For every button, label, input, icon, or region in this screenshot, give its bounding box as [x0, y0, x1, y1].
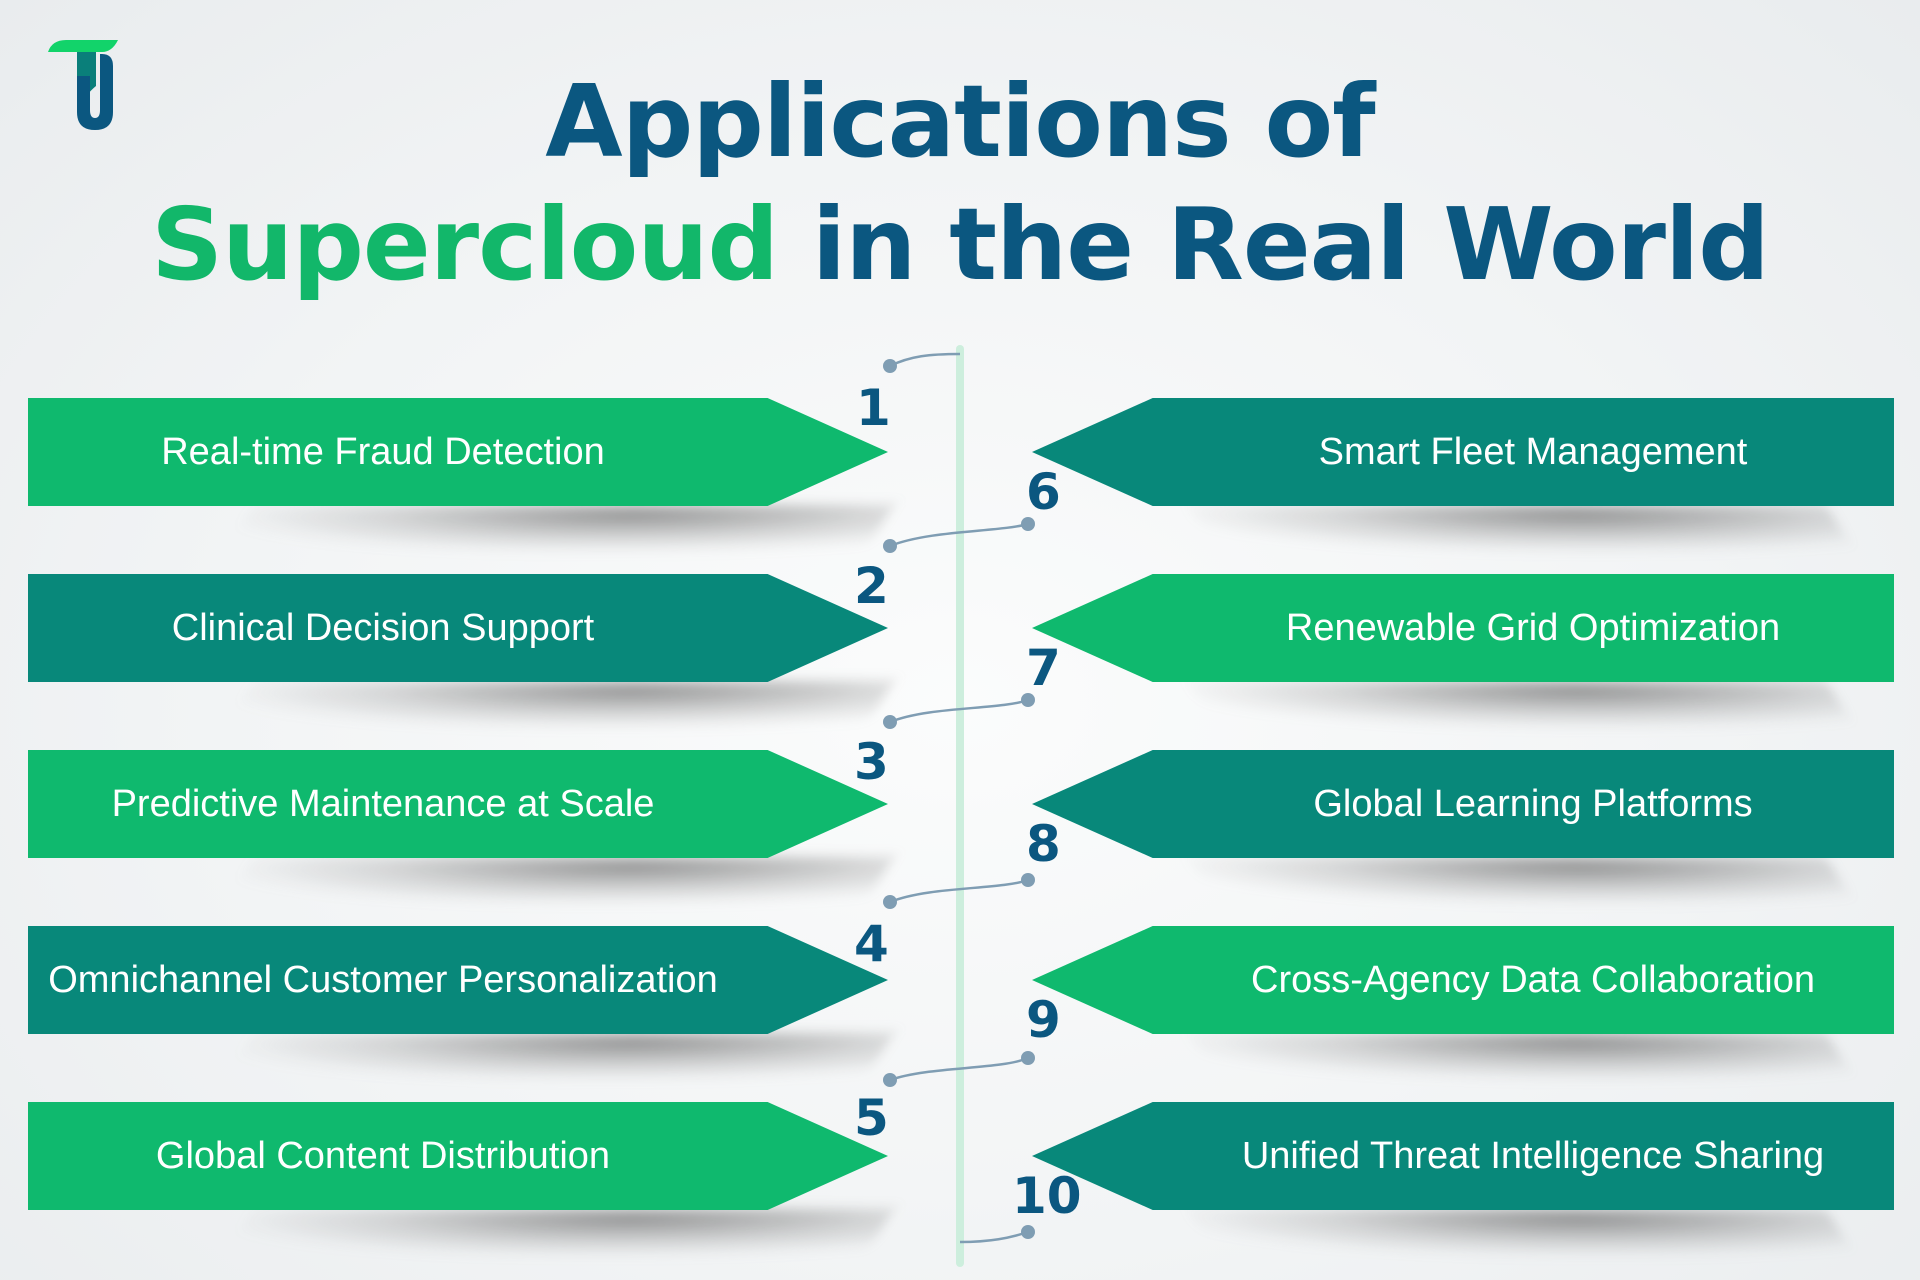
title-highlight: Supercloud [151, 186, 779, 303]
banner-shadow [1186, 857, 1854, 903]
banner-shadow [226, 857, 894, 903]
banner-shadow [1186, 505, 1854, 551]
banner-label: Predictive Maintenance at Scale [111, 782, 655, 825]
banner-label: Global Content Distribution [155, 1134, 611, 1177]
item-number-4: 4 [854, 915, 889, 973]
banner-item-10: Unified Threat Intelligence Sharing [1032, 1102, 1894, 1210]
banner-item-8: Global Learning Platforms [1032, 750, 1894, 858]
banner-shadow [226, 1209, 894, 1255]
banner-item-3: Predictive Maintenance at Scale [28, 750, 888, 858]
banner-item-6: Smart Fleet Management [1032, 398, 1894, 506]
banner-shadow [226, 681, 894, 727]
banner-label: Real-time Fraud Detection [161, 430, 605, 473]
banner-shadow [1186, 1033, 1854, 1079]
banner-label: Smart Fleet Management [1318, 430, 1748, 473]
banner-item-1: Real-time Fraud Detection [28, 398, 888, 506]
item-number-7: 7 [1026, 639, 1061, 697]
banner-item-7: Renewable Grid Optimization [1032, 574, 1894, 682]
banner-item-4: Omnichannel Customer Personalization [28, 926, 888, 1034]
title-line-1: Applications of [545, 63, 1375, 180]
banner-label: Unified Threat Intelligence Sharing [1241, 1134, 1825, 1177]
banner-item-5: Global Content Distribution [28, 1102, 888, 1210]
item-number-5: 5 [854, 1089, 889, 1147]
item-number-3: 3 [854, 733, 889, 791]
item-number-9: 9 [1026, 991, 1061, 1049]
banner-label: Renewable Grid Optimization [1285, 606, 1781, 649]
item-number-6: 6 [1026, 463, 1061, 521]
banner-label: Cross-Agency Data Collaboration [1251, 958, 1815, 1001]
timeline-spine [956, 345, 964, 1267]
banner-shadow [226, 1033, 894, 1079]
item-number-2: 2 [854, 557, 889, 615]
banner-item-9: Cross-Agency Data Collaboration [1032, 926, 1894, 1034]
item-number-1: 1 [856, 379, 891, 437]
banner-label: Clinical Decision Support [171, 606, 595, 649]
banner-item-2: Clinical Decision Support [28, 574, 888, 682]
title-line-2: Supercloud in the Real World [0, 185, 1920, 305]
banner-label: Global Learning Platforms [1313, 782, 1753, 825]
item-number-8: 8 [1026, 815, 1061, 873]
item-number-10: 10 [1012, 1167, 1082, 1225]
title-rest: in the Real World [778, 186, 1770, 303]
banner-shadow [1186, 1209, 1854, 1255]
banner-label: Omnichannel Customer Personalization [48, 958, 718, 1001]
banner-shadow [226, 505, 894, 551]
tu-logo-icon [48, 40, 118, 130]
banner-shadow [1186, 681, 1854, 727]
